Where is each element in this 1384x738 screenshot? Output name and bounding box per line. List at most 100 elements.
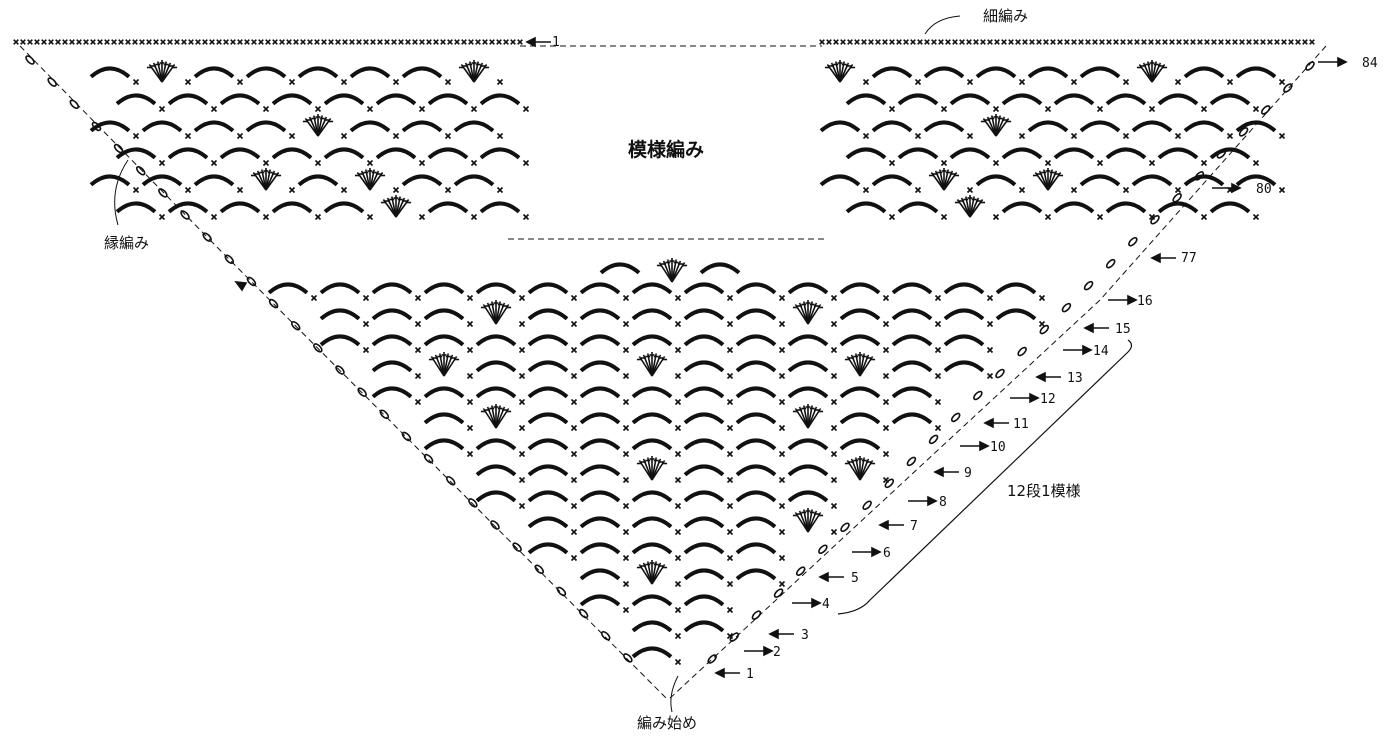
shell-stitch-symbol — [480, 404, 512, 429]
single-crochet-symbol — [340, 132, 348, 140]
single-crochet-symbol — [986, 372, 994, 380]
chain-arc-symbol — [631, 542, 673, 555]
single-crochet-symbol — [314, 39, 320, 45]
single-crochet-symbol — [1092, 39, 1098, 45]
single-crochet-symbol — [861, 39, 867, 45]
single-crochet-symbol — [674, 632, 682, 640]
single-crochet-symbol — [307, 39, 313, 45]
single-crochet-symbol — [674, 554, 682, 562]
single-crochet-symbol — [966, 39, 972, 45]
chain-arc-symbol — [631, 412, 673, 425]
chain-arc-symbol — [897, 147, 939, 160]
chain-arc-symbol — [975, 66, 1017, 79]
shell-stitch-symbol — [428, 352, 460, 377]
row-arrow-icon — [714, 667, 740, 679]
single-crochet-symbol — [356, 39, 362, 45]
chain-arc-symbol — [427, 201, 469, 214]
single-crochet-symbol — [1183, 39, 1189, 45]
chain-arc-symbol — [1053, 93, 1095, 106]
single-crochet-symbol — [468, 39, 474, 45]
chain-arc-symbol — [631, 308, 673, 321]
single-crochet-symbol — [414, 294, 422, 302]
chain-arc-symbol — [527, 334, 569, 347]
single-crochet-symbol — [1018, 186, 1026, 194]
single-crochet-symbol — [236, 186, 244, 194]
single-crochet-symbol — [181, 39, 187, 45]
single-crochet-symbol — [41, 39, 47, 45]
chain-arc-symbol — [527, 438, 569, 451]
single-crochet-symbol — [1274, 39, 1280, 45]
chain-arc-symbol — [1209, 201, 1251, 214]
chain-arc-symbol — [323, 201, 365, 214]
single-crochet-symbol — [518, 424, 526, 432]
single-crochet-symbol — [1288, 39, 1294, 45]
single-crochet-symbol — [461, 39, 467, 45]
chain-oval-symbol — [113, 143, 124, 154]
chain-arc-symbol — [297, 66, 339, 79]
chain-arc-symbol — [1183, 120, 1225, 133]
single-crochet-symbol — [1120, 39, 1126, 45]
chain-arc-symbol — [579, 412, 621, 425]
single-crochet-symbol — [924, 39, 930, 45]
single-crochet-symbol — [570, 372, 578, 380]
chain-arc-symbol — [371, 386, 413, 399]
single-crochet-symbol — [342, 39, 348, 45]
chain-arc-symbol — [193, 66, 235, 79]
single-crochet-symbol — [34, 39, 40, 45]
row-number: 1 — [746, 667, 754, 682]
single-crochet-symbol — [830, 476, 838, 484]
single-crochet-symbol — [940, 105, 948, 113]
single-crochet-symbol — [503, 39, 509, 45]
single-crochet-symbol — [444, 78, 452, 86]
chain-arc-symbol — [839, 282, 881, 295]
single-crochet-symbol — [518, 320, 526, 328]
single-crochet-symbol — [1204, 39, 1210, 45]
row-arrow-icon — [1063, 344, 1093, 356]
chain-arc-symbol — [1183, 66, 1225, 79]
single-crochet-symbol — [418, 213, 426, 221]
chain-arc-symbol — [735, 282, 777, 295]
chain-oval-symbol — [862, 500, 872, 511]
single-crochet-symbol — [1211, 39, 1217, 45]
chain-arc-symbol — [453, 174, 495, 187]
single-crochet-symbol — [830, 398, 838, 406]
chain-oval-symbol — [623, 653, 633, 663]
row-arrow-icon — [792, 597, 822, 609]
single-crochet-symbol — [622, 502, 630, 510]
single-crochet-symbol — [518, 346, 526, 354]
single-crochet-symbol — [1008, 39, 1014, 45]
single-crochet-symbol — [76, 39, 82, 45]
chain-oval-symbol — [534, 564, 545, 575]
single-crochet-symbol — [778, 320, 786, 328]
single-crochet-symbol — [674, 606, 682, 614]
single-crochet-symbol — [392, 78, 400, 86]
single-crochet-symbol — [1018, 132, 1026, 140]
chain-arc-symbol — [475, 386, 517, 399]
callout-line — [670, 675, 679, 713]
single-crochet-symbol — [518, 372, 526, 380]
chain-arc-symbol — [891, 412, 933, 425]
single-crochet-symbol — [1122, 132, 1130, 140]
chain-oval-symbol — [379, 409, 390, 420]
shell-stitch-symbol — [636, 352, 668, 377]
chain-arc-symbol — [1105, 147, 1147, 160]
chain-oval-symbol — [1039, 324, 1050, 335]
chain-oval-symbol — [906, 456, 917, 467]
chain-oval-symbol — [973, 390, 983, 401]
chain-arc-symbol — [527, 490, 569, 503]
single-crochet-symbol — [1200, 213, 1208, 221]
single-crochet-symbol — [184, 186, 192, 194]
single-crochet-symbol — [391, 39, 397, 45]
chain-oval-symbol — [1105, 258, 1116, 269]
single-crochet-symbol — [27, 39, 33, 45]
chain-arc-symbol — [683, 516, 725, 529]
single-crochet-symbol — [1122, 78, 1130, 86]
chain-arc-symbol — [1131, 120, 1173, 133]
chain-arc-symbol — [579, 568, 621, 581]
chain-arc-symbol — [1053, 201, 1095, 214]
chain-arc-symbol — [891, 308, 933, 321]
chain-arc-symbol — [1027, 66, 1069, 79]
row-arrow-icon — [852, 546, 882, 558]
single-crochet-symbol — [674, 502, 682, 510]
chain-arc-symbol — [839, 412, 881, 425]
